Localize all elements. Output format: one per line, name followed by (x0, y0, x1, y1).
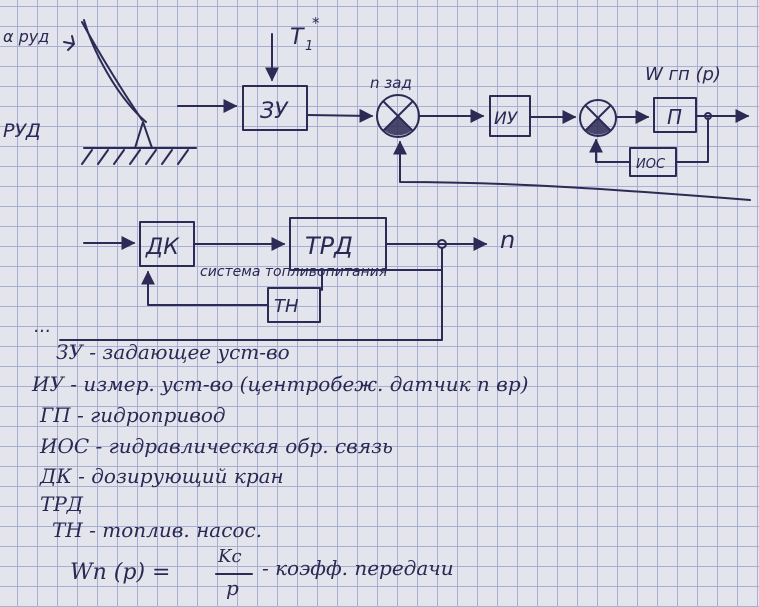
summing-junction-2 (579, 99, 617, 137)
legend-text: топлив. насос. (102, 518, 263, 542)
output-n-label: n (500, 226, 515, 254)
legend-text: гидравлическая обр. связь (108, 434, 393, 458)
block-tn-label: ТН (274, 296, 299, 317)
block-gp-transfer-function: W гп (p) (645, 64, 721, 85)
legend-abbr: ЗУ (56, 340, 83, 364)
line-trd-to-tn (321, 269, 443, 291)
legend-item-dk: ДК - дозирующий кран (40, 464, 284, 488)
fuel-system-text: система топливопитания (200, 264, 387, 280)
arrow-tn-to-dk (141, 270, 269, 306)
block-trd-label: ТРД (305, 232, 353, 260)
block-zu (242, 85, 308, 131)
setpoint-input-label: T (290, 25, 305, 50)
block-ios-label: ИОС (636, 157, 666, 172)
block-gp-label: П (667, 105, 682, 129)
arrow-zu-to-summer1 (306, 108, 374, 123)
block-dk-label: ДК (145, 235, 180, 260)
formula-rhs: - коэфф. передачи (262, 556, 454, 580)
legend-abbr: ТРД (40, 492, 84, 516)
legend-text: измер. уст-во (центробеж. датчик n вр) (83, 372, 529, 396)
legend-abbr: ИОС (40, 434, 90, 458)
legend-item-zu: ЗУ - задающее уст-во (56, 340, 290, 364)
legend-item-gp: ГП - гидропривод (40, 403, 226, 427)
legend-abbr: ТН (52, 518, 83, 542)
dots-text: ... (34, 316, 51, 337)
arrow-feedback-to-summer1 (393, 140, 751, 201)
lever-label: РУД (3, 120, 41, 142)
line-gp-to-ios (676, 117, 709, 163)
legend-abbr: ДК (40, 464, 72, 488)
legend-item-tn: ТН - топлив. насос. (52, 518, 263, 542)
legend-abbr: ГП (40, 403, 71, 427)
lever-angle-label: α руд (3, 27, 49, 46)
legend-item-trd: ТРД (40, 492, 83, 516)
formula-numerator: Kc (218, 546, 242, 567)
block-zu-label: ЗУ (260, 99, 289, 124)
legend-item-iu: ИУ - измер. уст-во (центробеж. датчик n … (32, 372, 529, 396)
legend-text: задающее уст-во (102, 340, 290, 364)
legend-abbr: ИУ (32, 372, 64, 396)
arrow-ios-to-summer2 (589, 138, 631, 163)
setpoint-input-sub: 1 (305, 39, 313, 54)
throttle-lever (63, 19, 197, 165)
setpoint-input-sup: * (312, 14, 320, 32)
summer1-label: n зад (370, 74, 412, 92)
formula-lhs: Wп (p) = (70, 560, 171, 585)
formula-denominator: p (226, 576, 239, 600)
legend-item-ios: ИОС - гидравлическая обр. связь (40, 434, 393, 458)
line-feedback-bottom (59, 317, 443, 341)
block-iu-label: ИУ (494, 109, 519, 129)
legend-text: дозирующий кран (91, 464, 284, 488)
legend-text: гидропривод (90, 403, 226, 427)
summing-junction-1 (376, 94, 420, 138)
